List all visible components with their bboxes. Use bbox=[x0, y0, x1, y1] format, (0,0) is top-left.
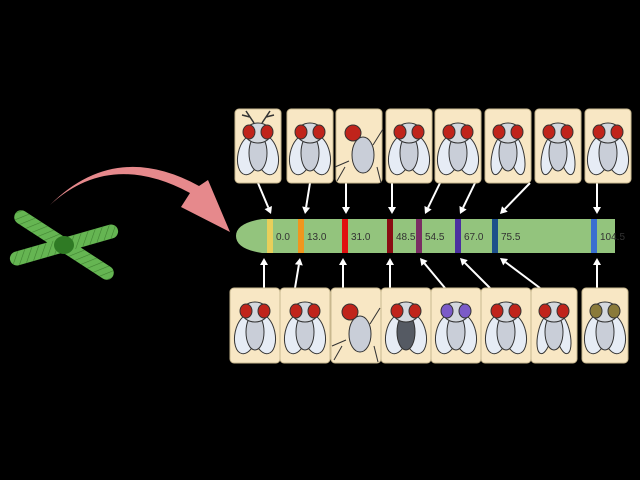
gene-bands bbox=[267, 219, 597, 253]
connector-arrow bbox=[500, 258, 541, 289]
connector-arrow bbox=[593, 183, 601, 214]
gene-band bbox=[455, 219, 461, 253]
mutant-fly-card bbox=[234, 108, 282, 184]
drosophila-fly-icon bbox=[586, 122, 630, 176]
chromosome-map-bar bbox=[236, 219, 615, 253]
drosophila-fly-icon bbox=[490, 122, 526, 176]
connector-arrow bbox=[388, 183, 396, 214]
mutant-fly-card bbox=[380, 287, 432, 364]
mutant-fly-card bbox=[385, 108, 433, 184]
mutant-fly-card bbox=[581, 287, 629, 364]
drosophila-fly-icon bbox=[283, 301, 327, 355]
drosophila-fly-icon bbox=[583, 301, 627, 355]
connector-arrow bbox=[459, 182, 476, 214]
drosophila-fly-icon bbox=[536, 301, 572, 355]
connector-arrow bbox=[500, 182, 531, 214]
connector-arrows bbox=[257, 182, 601, 289]
drosophila-fly-icon bbox=[436, 122, 480, 176]
drosophila-fly-icon bbox=[236, 110, 280, 176]
mutant-fly-card bbox=[584, 108, 632, 184]
mutant-fly-card bbox=[229, 287, 281, 364]
drosophila-fly-icon bbox=[331, 303, 381, 363]
mutant-fly-card bbox=[430, 287, 482, 364]
mutant-fly-card bbox=[484, 108, 532, 184]
position-label: 104.5 bbox=[600, 232, 625, 243]
drosophila-fly-icon bbox=[288, 122, 332, 176]
connector-arrow bbox=[420, 258, 446, 289]
gene-band bbox=[342, 219, 348, 253]
mutant-fly-card bbox=[286, 108, 334, 184]
connector-arrow bbox=[302, 182, 311, 214]
drosophila-fly-icon bbox=[334, 124, 384, 184]
gene-band bbox=[298, 219, 304, 253]
centromere bbox=[54, 236, 74, 254]
mutant-fly-card bbox=[279, 287, 331, 364]
connector-arrow bbox=[294, 258, 303, 289]
connector-arrow bbox=[424, 182, 441, 214]
fly-cards bbox=[229, 108, 632, 364]
mutant-fly-card bbox=[330, 287, 382, 364]
gene-band bbox=[416, 219, 422, 253]
connector-arrow bbox=[257, 182, 272, 214]
drosophila-fly-icon bbox=[484, 301, 528, 355]
gene-band bbox=[591, 219, 597, 253]
position-labels: 0.0 13.0 31.0 48.5 54.5 67.0 75.5 104.5 bbox=[276, 232, 625, 243]
mutant-fly-card bbox=[530, 287, 578, 364]
gene-band bbox=[387, 219, 393, 253]
gene-band bbox=[492, 219, 498, 253]
gene-band bbox=[267, 219, 273, 253]
curved-arrow-icon bbox=[50, 166, 230, 232]
mutant-fly-card bbox=[480, 287, 532, 364]
connector-arrow bbox=[593, 258, 601, 288]
connector-arrow bbox=[260, 258, 268, 288]
mutant-fly-card bbox=[534, 108, 582, 184]
drosophila-fly-icon bbox=[387, 122, 431, 176]
connector-arrow bbox=[339, 258, 347, 288]
position-label: 13.0 bbox=[307, 232, 327, 243]
mutant-fly-card bbox=[434, 108, 482, 184]
position-label: 67.0 bbox=[464, 232, 484, 243]
position-label: 75.5 bbox=[501, 232, 521, 243]
position-label: 0.0 bbox=[276, 232, 290, 243]
drosophila-fly-icon bbox=[434, 301, 478, 355]
connector-arrow bbox=[460, 258, 491, 289]
drosophila-fly-icon bbox=[233, 301, 277, 355]
position-label: 48.5 bbox=[396, 232, 416, 243]
connector-arrow bbox=[342, 183, 350, 214]
connector-arrow bbox=[386, 258, 394, 288]
drosophila-fly-icon bbox=[540, 122, 576, 176]
x-chromosome-icon bbox=[9, 210, 119, 280]
drosophila-fly-icon bbox=[384, 301, 428, 355]
mutant-fly-card bbox=[334, 108, 384, 184]
position-label: 31.0 bbox=[351, 232, 371, 243]
position-label: 54.5 bbox=[425, 232, 445, 243]
